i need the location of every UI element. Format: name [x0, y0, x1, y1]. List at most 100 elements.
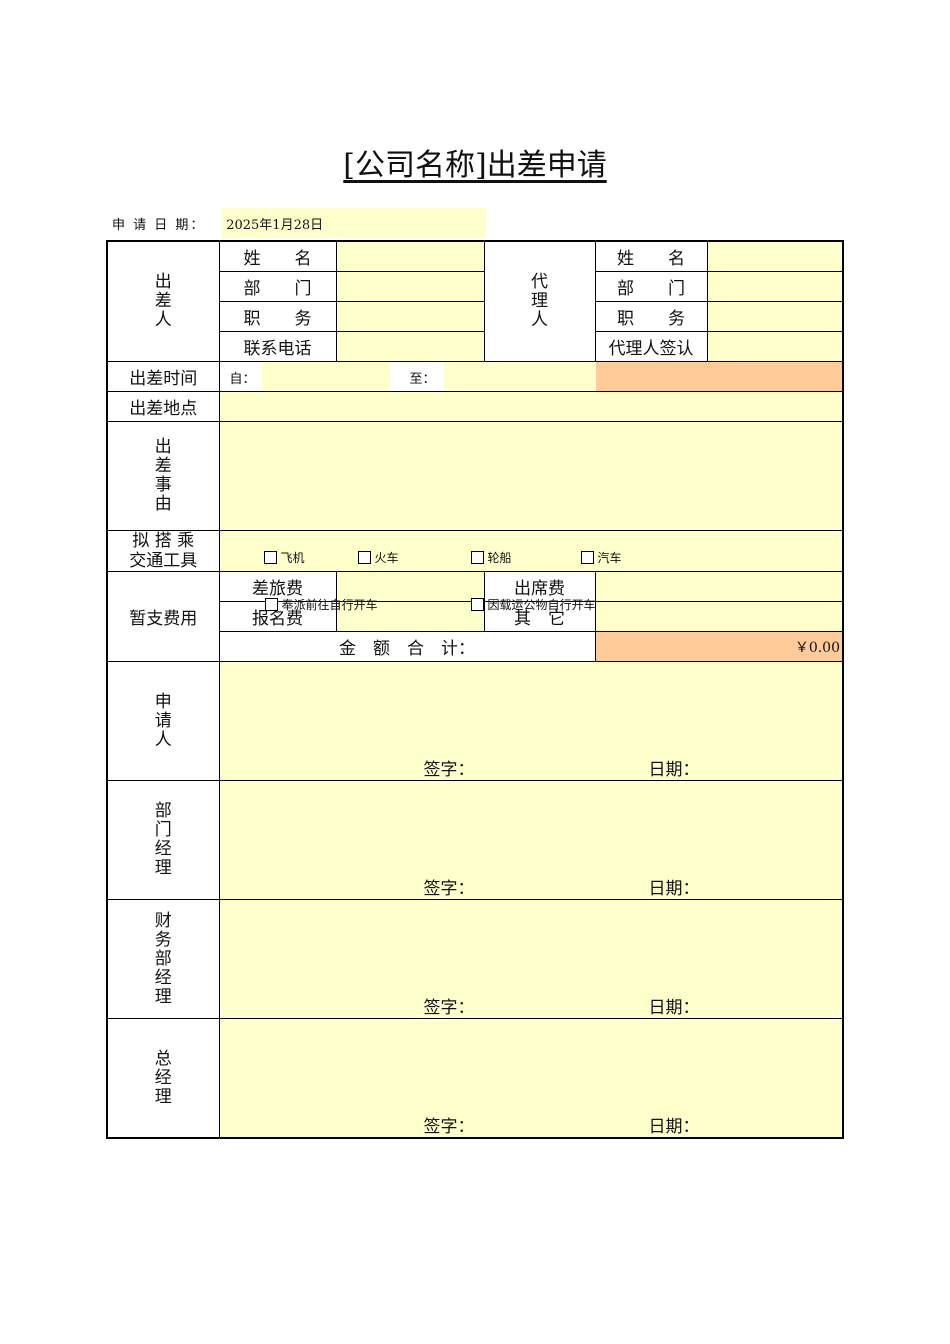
dept-manager-label-char: 门	[154, 820, 172, 840]
traveler-position-label: 职 务	[218, 301, 337, 332]
checkbox-icon[interactable]	[470, 598, 484, 611]
transport-options: 飞机 火车 轮船 汽车 奉派前往自行开车 因载运公物自行开车	[218, 530, 844, 612]
finance-manager-date-label: 日期：	[648, 998, 700, 1018]
trip-reason-label: 出 差 事 由	[106, 421, 220, 531]
general-manager-sign-area[interactable]: 签字： 日期：	[218, 1018, 844, 1139]
from-label: 自：	[229, 372, 256, 387]
apply-date-field[interactable]: 2025年1月28日	[222, 208, 486, 238]
transport-option-train[interactable]: 火车	[357, 549, 399, 566]
trip-place-label: 出差地点	[106, 391, 220, 422]
dept-manager-sign-label: 签字：	[423, 879, 475, 899]
travel-fee-field[interactable]	[335, 571, 485, 602]
finance-manager-sign-area[interactable]: 签字： 日期：	[218, 899, 844, 1019]
checkbox-icon[interactable]	[580, 551, 594, 564]
agent-section-label: 代 理 人	[483, 240, 596, 362]
option-label: 飞机	[280, 551, 305, 565]
dept-manager-label: 部 门 经 理	[106, 780, 220, 900]
general-manager-label-char: 总	[154, 1048, 172, 1069]
transport-label-line2: 交通工具	[129, 551, 198, 571]
trip-time-label: 出差时间	[106, 361, 220, 392]
traveler-position-field[interactable]	[335, 301, 485, 332]
applicant-date-label: 日期：	[648, 760, 700, 780]
checkbox-icon[interactable]	[470, 551, 484, 564]
attend-fee-field[interactable]	[594, 571, 844, 602]
option-label: 奉派前往自行开车	[281, 598, 378, 612]
general-manager-label-char: 理	[154, 1086, 172, 1107]
title-text: [公司名称]出差申请	[343, 148, 607, 183]
reason-label-char: 出	[154, 437, 172, 457]
register-fee-field[interactable]	[335, 601, 485, 632]
agent-sign-label: 代理人签认	[594, 331, 708, 362]
traveler-label-char: 人	[154, 310, 172, 330]
total-label: 金 额 合 计：	[218, 631, 596, 662]
transport-option-plane[interactable]: 飞机	[263, 549, 305, 566]
traveler-label-char: 差	[154, 291, 172, 311]
dept-manager-label-char: 经	[154, 839, 172, 859]
apply-date-label: 申 请 日 期：	[112, 217, 206, 233]
transport-option-self-drive[interactable]: 奉派前往自行开车	[264, 596, 378, 613]
finance-manager-label-char: 务	[154, 929, 172, 950]
finance-manager-sign-label: 签字：	[423, 998, 475, 1018]
dept-manager-sign-area[interactable]: 签字： 日期：	[218, 780, 844, 900]
trip-duration-field[interactable]	[594, 361, 844, 392]
dept-manager-label-char: 理	[154, 858, 172, 878]
general-manager-sign-label: 签字：	[423, 1117, 475, 1137]
trip-place-field[interactable]	[218, 391, 844, 422]
applicant-label-char: 请	[154, 710, 172, 731]
to-date-field[interactable]	[443, 362, 596, 391]
traveler-name-field[interactable]	[335, 240, 485, 272]
traveler-dept-field[interactable]	[335, 271, 485, 302]
checkbox-icon[interactable]	[263, 551, 277, 564]
transport-label: 拟 搭 乘 交通工具	[106, 530, 220, 572]
finance-manager-label-char: 部	[154, 948, 172, 969]
general-manager-label-char: 经	[154, 1067, 172, 1088]
reason-label-char: 由	[154, 494, 172, 514]
applicant-label: 申 请 人	[106, 661, 220, 781]
agent-label-char: 理	[531, 291, 548, 311]
reason-label-char: 事	[154, 475, 172, 495]
trip-time-cell: 自： 至：	[218, 361, 596, 392]
advance-label: 暂支费用	[106, 571, 220, 662]
finance-manager-label: 财 务 部 经 理	[106, 899, 220, 1019]
apply-date-row: 申 请 日 期： 2025年1月28日	[106, 208, 486, 238]
option-label: 因载运公物自行开车	[487, 598, 596, 612]
finance-manager-label-char: 经	[154, 967, 172, 988]
traveler-phone-label: 联系电话	[218, 331, 337, 362]
dept-manager-date-label: 日期：	[648, 879, 700, 899]
agent-position-field[interactable]	[706, 301, 844, 332]
traveler-phone-field[interactable]	[335, 331, 485, 362]
transport-option-cargo-drive[interactable]: 因载运公物自行开车	[470, 596, 596, 613]
option-label: 轮船	[487, 551, 512, 565]
traveler-label-char: 出	[154, 272, 172, 292]
transport-label-line1: 拟 搭 乘	[132, 531, 195, 551]
traveler-name-label: 姓 名	[218, 240, 337, 272]
agent-name-field[interactable]	[706, 240, 844, 272]
travel-fee-label: 差旅费	[218, 571, 337, 602]
applicant-label-char: 申	[154, 691, 172, 712]
to-label: 至：	[409, 372, 436, 387]
trip-reason-field[interactable]	[218, 421, 844, 531]
dept-manager-label-char: 部	[154, 801, 172, 821]
traveler-dept-label: 部 门	[218, 271, 337, 302]
checkbox-icon[interactable]	[357, 551, 371, 564]
applicant-sign-area[interactable]: 签字： 日期：	[218, 661, 844, 781]
checkbox-icon[interactable]	[264, 598, 278, 611]
general-manager-date-label: 日期：	[648, 1117, 700, 1137]
agent-sign-field[interactable]	[706, 331, 844, 362]
general-manager-label: 总 经 理	[106, 1018, 220, 1139]
agent-position-label: 职 务	[594, 301, 708, 332]
option-label: 火车	[374, 551, 399, 565]
transport-option-car[interactable]: 汽车	[580, 549, 622, 566]
agent-label-char: 代	[531, 272, 548, 292]
other-fee-field[interactable]	[594, 601, 844, 632]
reason-label-char: 差	[154, 456, 172, 476]
agent-dept-field[interactable]	[706, 271, 844, 302]
transport-option-ship[interactable]: 轮船	[470, 549, 512, 566]
agent-label-char: 人	[531, 310, 548, 330]
applicant-sign-label: 签字：	[423, 760, 475, 780]
from-date-field[interactable]	[261, 362, 390, 391]
traveler-section-label: 出 差 人	[106, 240, 220, 362]
agent-name-label: 姓 名	[594, 240, 708, 272]
agent-dept-label: 部 门	[594, 271, 708, 302]
finance-manager-label-char: 财	[154, 910, 172, 931]
